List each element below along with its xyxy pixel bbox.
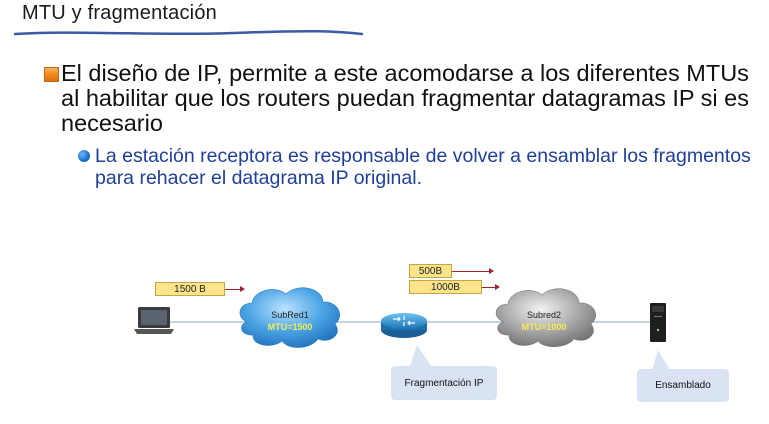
cloud-subred1 <box>239 287 340 348</box>
cloud2-label: Subred2 MTU=1000 <box>504 309 584 333</box>
callout-ensamblado: Ensamblado <box>637 369 729 402</box>
packet-label-1000: 1000B <box>409 280 482 294</box>
cloud2-mtu: MTU=1000 <box>521 322 567 332</box>
bullet-sub: La estación receptora es responsable de … <box>78 145 768 189</box>
cloud1-mtu: MTU=1500 <box>267 322 313 332</box>
cloud2-name: Subred2 <box>526 310 562 320</box>
callout-pointer-router <box>410 345 431 366</box>
title-underline <box>14 29 364 36</box>
bullet-main: El diseño de IP, permite a este acomodar… <box>44 61 764 136</box>
packet-arrow-500 <box>452 268 494 274</box>
packet-label-1500: 1500 B <box>155 282 225 296</box>
server-icon <box>650 303 666 342</box>
packet-arrow-1500 <box>225 286 245 292</box>
bullet-main-text: El diseño de IP, permite a este acomodar… <box>61 60 749 136</box>
round-bullet-icon <box>78 150 90 162</box>
packet-arrow-1000 <box>482 284 500 290</box>
callout-fragmentacion: Fragmentación IP <box>391 366 497 400</box>
cloud1-label: SubRed1 MTU=1500 <box>250 309 330 333</box>
callout-pointer-server <box>652 350 670 370</box>
cloud1-name: SubRed1 <box>271 310 309 320</box>
cloud-subred2 <box>495 288 596 348</box>
slide-title: MTU y fragmentación <box>22 2 217 24</box>
router-icon <box>381 313 427 338</box>
laptop-icon <box>134 307 174 334</box>
square-bullet-icon <box>44 67 59 82</box>
packet-label-500: 500B <box>409 264 452 278</box>
bullet-sub-text: La estación receptora es responsable de … <box>95 145 751 189</box>
